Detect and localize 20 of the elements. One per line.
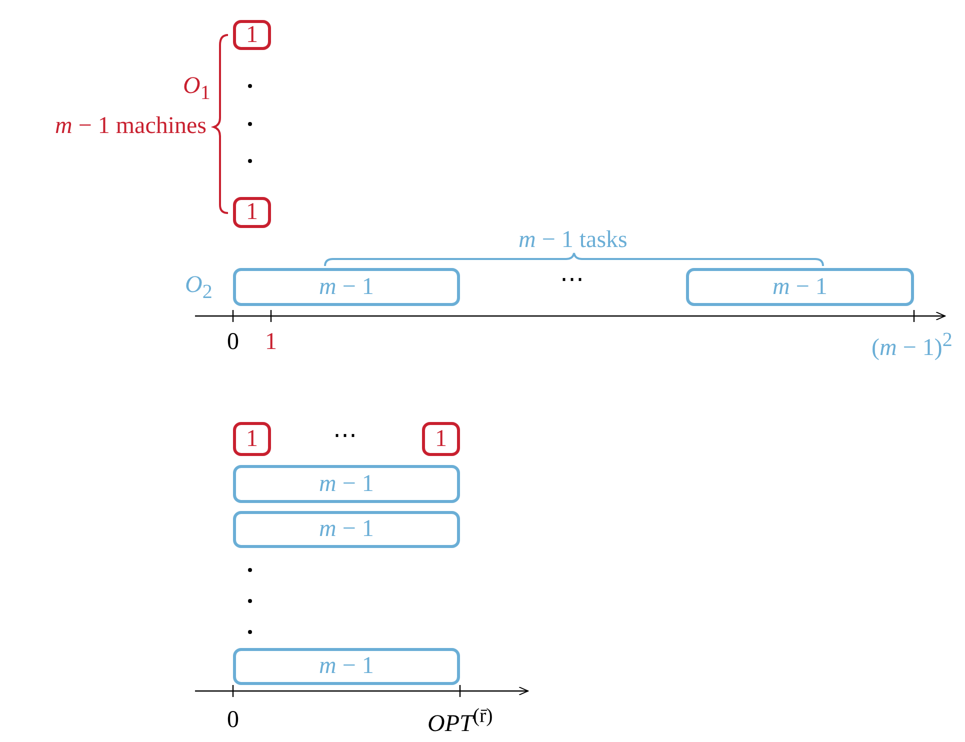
tick-label: 0 <box>227 708 239 732</box>
brace-label: m − 1 tasks <box>518 228 628 252</box>
tick-label: 0 <box>227 330 239 354</box>
unit-task-box: 1 <box>233 197 271 228</box>
unit-task-box: 1 <box>422 422 460 456</box>
unit-task-box: 1 <box>233 20 271 50</box>
tick-label: (m − 1)$^{2}$ <box>872 330 952 360</box>
ellipsis: ⋯ <box>333 424 357 448</box>
long-task-box: m − 1 <box>233 511 460 548</box>
long-task-box: m − 1 <box>233 648 460 685</box>
tick-label: 1 <box>265 330 277 354</box>
long-task-box: m − 1 <box>233 465 460 503</box>
brace-label: m − 1 machines <box>55 114 207 138</box>
long-task-box: m − 1 <box>233 268 460 306</box>
ellipsis: ⋯ <box>560 268 584 292</box>
machine-group-label: O$_{2}$ <box>185 273 212 302</box>
machine-group-label: O$_{1}$ <box>183 74 210 103</box>
tick-label: OPT$^{(r̄)}$ <box>428 706 493 736</box>
long-task-box: m − 1 <box>686 268 914 306</box>
unit-task-box: 1 <box>233 422 271 456</box>
